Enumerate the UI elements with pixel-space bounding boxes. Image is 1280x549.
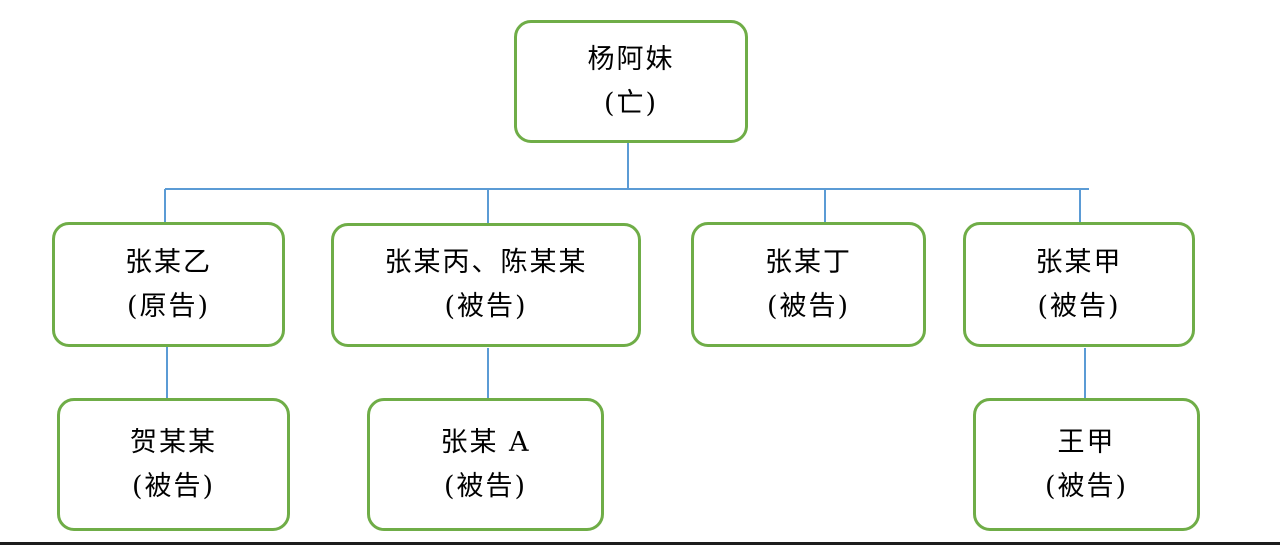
node-role: (被告) <box>1037 290 1121 322</box>
node-role: (亡) <box>603 87 659 119</box>
node-name: 杨阿妹 <box>587 43 675 75</box>
node-zhang-mou-ding: 张某丁 (被告) <box>691 222 926 347</box>
connector-zhang-mou-yi-to-he-mou-mou <box>166 347 168 399</box>
node-he-mou-mou: 贺某某 (被告) <box>57 398 290 531</box>
node-zhang-mou-bing-chen-mou-mou: 张某丙、陈某某 (被告) <box>331 223 641 347</box>
node-name: 张某甲 <box>1035 246 1123 278</box>
node-zhang-mou-jia: 张某甲 (被告) <box>963 222 1195 347</box>
node-role: (被告) <box>131 470 216 502</box>
node-name: 张某乙 <box>125 246 212 278</box>
node-name: 贺某某 <box>130 426 217 458</box>
page-bottom-rule <box>0 542 1280 545</box>
node-role: (被告) <box>1044 470 1129 502</box>
node-name: 张某丙、陈某某 <box>384 247 588 278</box>
node-role: (被告) <box>766 290 851 322</box>
node-zhang-mou-yi: 张某乙 (原告) <box>52 222 285 347</box>
node-role: (被告) <box>444 291 528 322</box>
connector-root-drop <box>627 143 629 189</box>
connector-horizontal-bus <box>165 188 1089 190</box>
connector-zhang-mou-jia-to-wang-jia <box>1084 348 1086 399</box>
connector-drop-zhang-mou-yi <box>164 189 166 223</box>
node-name: 张某丁 <box>765 246 852 278</box>
connector-zhang-mou-bing-to-zhang-mou-a <box>487 348 489 399</box>
node-name: 王甲 <box>1057 426 1116 458</box>
connector-drop-zhang-mou-ding <box>824 189 826 222</box>
node-role: (被告) <box>443 470 528 502</box>
node-name: 张某 A <box>440 426 531 458</box>
node-zhang-mou-a: 张某 A (被告) <box>367 398 604 531</box>
node-wang-jia: 王甲 (被告) <box>973 398 1200 531</box>
connector-drop-zhang-mou-bing <box>487 189 489 224</box>
node-role: (原告) <box>126 290 211 322</box>
node-yang-amei: 杨阿妹 (亡) <box>514 20 748 143</box>
connector-drop-zhang-mou-jia <box>1079 189 1081 222</box>
